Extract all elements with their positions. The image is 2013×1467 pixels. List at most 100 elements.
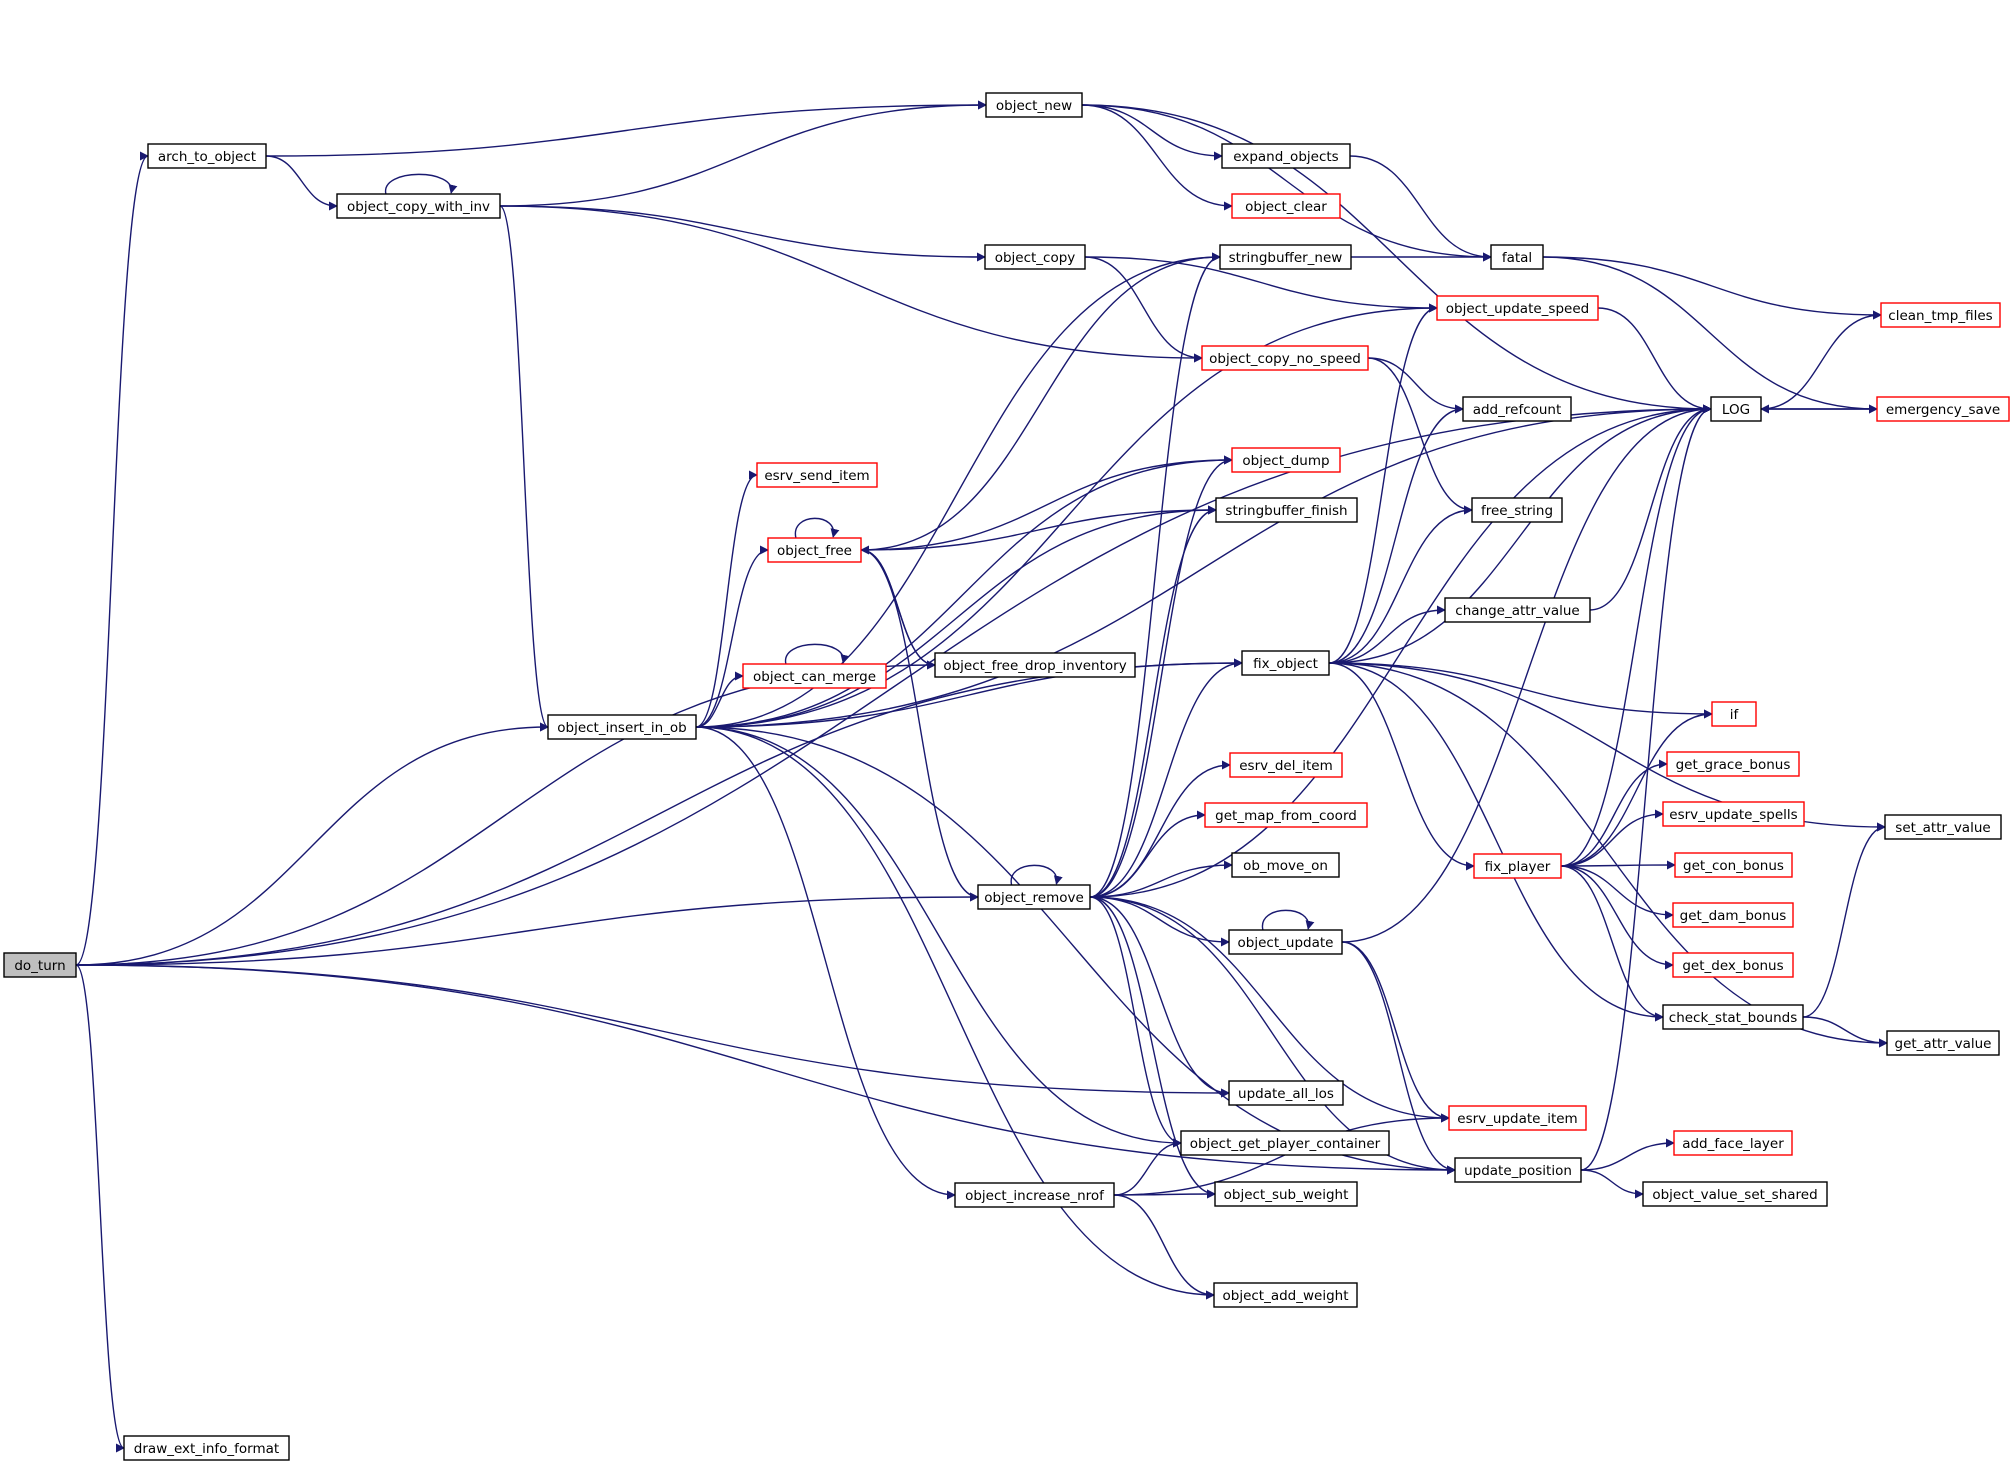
node-label: object_clear [1245, 199, 1327, 215]
edge-check_stat_bounds-to-set_attr_value [1802, 822, 1886, 1018]
node-label: arch_to_object [158, 149, 256, 165]
node-box [1180, 1130, 1390, 1156]
node-object-update[interactable]: object_update [1228, 929, 1343, 955]
node-update-all-los[interactable]: update_all_los [1228, 1080, 1344, 1106]
node-free-string[interactable]: free_string [1471, 497, 1563, 523]
node-get-attr-value[interactable]: get_attr_value [1886, 1030, 2000, 1056]
node-box [1880, 302, 2001, 328]
edge-object_update_speed-to-LOG [1597, 307, 1712, 414]
node-label: get_map_from_coord [1215, 808, 1357, 824]
node-object-can-merge[interactable]: object_can_merge [742, 663, 887, 689]
node-get-con-bonus[interactable]: get_con_bonus [1674, 852, 1793, 878]
edge-object_copy_with_inv-to-object_copy_with_inv [385, 173, 458, 195]
node-box [742, 663, 887, 689]
node-object-free[interactable]: object_free [767, 537, 862, 563]
node-object-copy-with-inv[interactable]: object_copy_with_inv [336, 193, 501, 219]
node-label: object_new [996, 98, 1072, 114]
edge-object_free-to-object_free [794, 517, 840, 539]
edge-object_copy-to-object_update_speed [1084, 256, 1438, 313]
edge-fix_player-to-check_stat_bounds [1560, 865, 1664, 1022]
node-box [1711, 701, 1757, 727]
nodes-layer: do_turnarch_to_objectobject_copy_with_in… [3, 92, 2010, 1461]
node-fix-player[interactable]: fix_player [1473, 853, 1562, 879]
edge-object_remove-to-ob_move_on [1089, 860, 1233, 898]
node-label: fix_object [1253, 656, 1318, 672]
node-set-attr-value[interactable]: set_attr_value [1884, 814, 2002, 840]
node-LOG[interactable]: LOG [1710, 396, 1762, 422]
node-object-value-set-shared[interactable]: object_value_set_shared [1642, 1181, 1828, 1207]
node-change-attr-value[interactable]: change_attr_value [1444, 597, 1591, 623]
edge-object_update-to-object_update [1262, 909, 1315, 931]
node-object-insert-in-ob[interactable]: object_insert_in_ob [547, 714, 697, 740]
node-fatal[interactable]: fatal [1490, 244, 1544, 270]
node-label: ob_move_on [1243, 858, 1328, 874]
node-object-dump[interactable]: object_dump [1231, 447, 1341, 473]
edge-object_copy_with_inv-to-object_copy_no_speed [499, 205, 1203, 363]
node-clean-tmp-files[interactable]: clean_tmp_files [1880, 302, 2001, 328]
node-label: object_get_player_container [1190, 1136, 1381, 1152]
node-stringbuffer-new[interactable]: stringbuffer_new [1219, 244, 1352, 270]
node-esrv-update-item[interactable]: esrv_update_item [1448, 1105, 1587, 1131]
node-label: check_stat_bounds [1669, 1010, 1797, 1026]
node-expand-objects[interactable]: expand_objects [1221, 143, 1351, 169]
node-label: object_insert_in_ob [557, 720, 686, 736]
node-check-stat-bounds[interactable]: check_stat_bounds [1662, 1004, 1804, 1030]
edge-object_insert_in_ob-to-object_free [695, 545, 769, 728]
edge-check_stat_bounds-to-get_attr_value [1802, 1016, 1888, 1048]
edge-fix_object-to-change_attr_value [1328, 605, 1446, 664]
node-box [767, 537, 862, 563]
node-box [1231, 193, 1341, 219]
node-object-free-drop-inventory[interactable]: object_free_drop_inventory [934, 652, 1136, 678]
node-object-copy[interactable]: object_copy [984, 244, 1086, 270]
node-esrv-del-item[interactable]: esrv_del_item [1229, 752, 1343, 778]
edge-fatal-to-emergency_save [1542, 256, 1878, 414]
node-update-position[interactable]: update_position [1454, 1157, 1582, 1183]
node-object-add-weight[interactable]: object_add_weight [1213, 1282, 1358, 1308]
node-get-dam-bonus[interactable]: get_dam_bonus [1672, 902, 1794, 928]
node-draw-ext-info-format[interactable]: draw_ext_info_format [123, 1435, 290, 1461]
edge-object_increase_nrof-to-object_get_player_container [1113, 1138, 1182, 1196]
node-object-new[interactable]: object_new [985, 92, 1083, 118]
node-box [954, 1182, 1115, 1208]
edge-object_new-to-expand_objects [1081, 104, 1223, 161]
node-object-update-speed[interactable]: object_update_speed [1436, 295, 1599, 321]
edge-do_turn-to-update_position [75, 964, 1456, 1175]
node-ob-move-on[interactable]: ob_move_on [1231, 852, 1340, 878]
edge-object_new-to-object_clear [1081, 104, 1233, 211]
node-fix-object[interactable]: fix_object [1241, 650, 1330, 676]
edge-fix_object-to-if [1328, 662, 1713, 719]
edge-object_remove-to-get_map_from_coord [1089, 810, 1206, 898]
node-object-remove[interactable]: object_remove [977, 884, 1091, 910]
node-arch-to-object[interactable]: arch_to_object [147, 143, 267, 169]
edge-fix_player-to-get_grace_bonus [1560, 759, 1668, 867]
node-label: object_add_weight [1222, 1288, 1348, 1304]
edge-object_free_drop_inventory-to-object_free [860, 545, 936, 666]
node-add-refcount[interactable]: add_refcount [1462, 396, 1572, 422]
node-label: emergency_save [1886, 402, 2000, 418]
node-object-sub-weight[interactable]: object_sub_weight [1214, 1181, 1358, 1207]
node-box [1241, 650, 1330, 676]
node-esrv-update-spells[interactable]: esrv_update_spells [1662, 801, 1805, 827]
node-get-map-from-coord[interactable]: get_map_from_coord [1204, 802, 1368, 828]
node-box [1473, 853, 1562, 879]
node-box [123, 1435, 290, 1461]
edge-object_remove-to-stringbuffer_new [1089, 252, 1221, 898]
node-stringbuffer-finish[interactable]: stringbuffer_finish [1215, 497, 1358, 523]
node-object-copy-no-speed[interactable]: object_copy_no_speed [1201, 345, 1369, 371]
edge-object_insert_in_ob-to-stringbuffer_finish [695, 505, 1217, 728]
edge-object_insert_in_ob-to-object_get_player_container [695, 726, 1182, 1148]
node-get-dex-bonus[interactable]: get_dex_bonus [1672, 952, 1794, 978]
node-label: get_dex_bonus [1682, 958, 1783, 974]
node-box [1221, 143, 1351, 169]
node-esrv-send-item[interactable]: esrv_send_item [756, 462, 878, 488]
node-box [1444, 597, 1591, 623]
edge-arch_to_object-to-object_copy_with_inv [265, 155, 338, 211]
node-emergency-save[interactable]: emergency_save [1876, 396, 2010, 422]
node-get-grace-bonus[interactable]: get_grace_bonus [1666, 751, 1800, 777]
node-add-face-layer[interactable]: add_face_layer [1673, 1130, 1793, 1156]
node-object-get-player-container[interactable]: object_get_player_container [1180, 1130, 1390, 1156]
node-if[interactable]: if [1711, 701, 1757, 727]
node-object-increase-nrof[interactable]: object_increase_nrof [954, 1182, 1115, 1208]
edge-change_attr_value-to-LOG [1589, 404, 1712, 611]
node-object-clear[interactable]: object_clear [1231, 193, 1341, 219]
